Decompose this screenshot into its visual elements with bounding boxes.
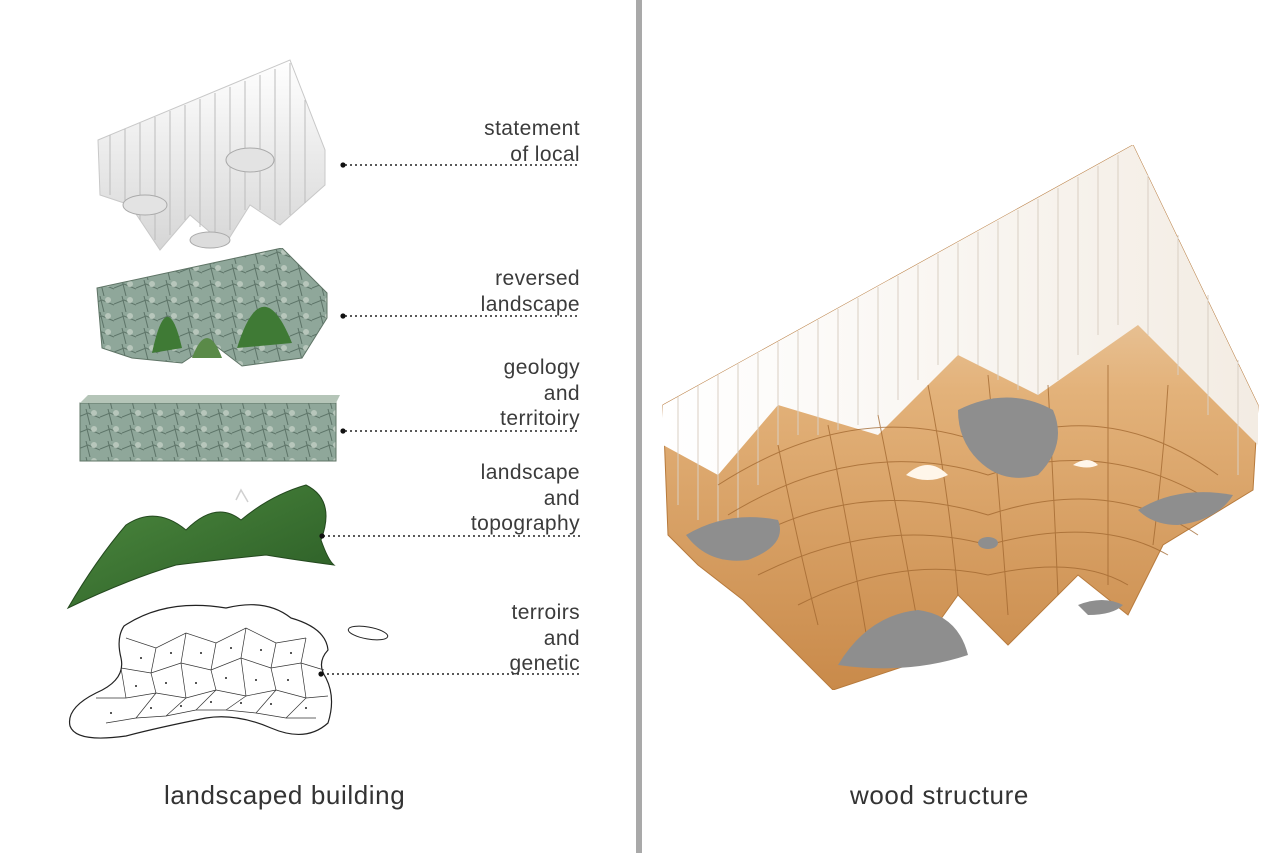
terroirs-and-genetic-layer-illustration xyxy=(68,604,389,739)
reversed-landscape-layer-illustration xyxy=(96,248,328,367)
caption-landscaped-building: landscaped building xyxy=(164,780,406,810)
leader-lines xyxy=(318,162,580,677)
caption-wood-structure: wood structure xyxy=(850,780,1029,810)
statement-of-local-layer-illustration xyxy=(97,59,326,251)
label-landscape-and-topography: landscape and topography xyxy=(470,461,580,535)
label-terroirs-and-genetic: terroirs and genetic xyxy=(509,601,580,675)
label-reversed-landscape: reversed landscape xyxy=(480,267,580,316)
landscaped-building-panel: statement of local reversed landscape ge… xyxy=(0,0,636,853)
label-statement-of-local: statement of local xyxy=(484,117,580,166)
wood-structure-panel: wood structure xyxy=(644,0,1280,853)
landscape-and-topography-layer-illustration xyxy=(66,484,336,610)
label-geology-and-territory: geology and territoiry xyxy=(500,356,580,430)
wood-structure-illustration xyxy=(662,145,1259,690)
geology-and-territory-layer-illustration xyxy=(79,395,340,462)
panel-divider xyxy=(636,0,642,853)
